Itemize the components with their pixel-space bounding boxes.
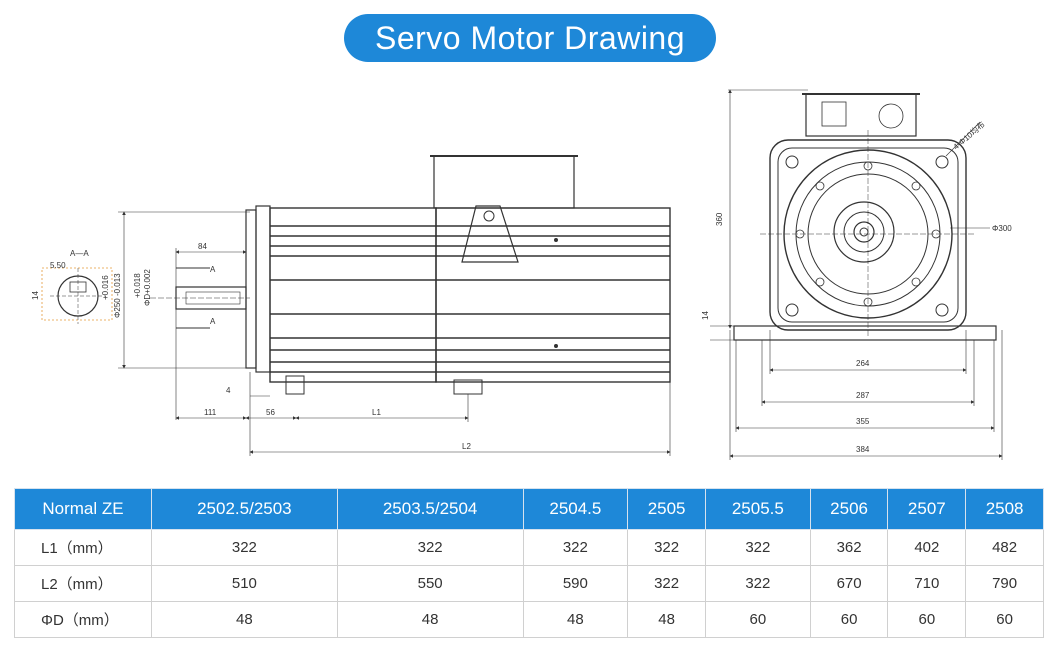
row-label: L2（mm） xyxy=(14,565,152,602)
table-cell: 48 xyxy=(336,601,524,638)
dim-264: 264 xyxy=(856,359,870,368)
side-view-labels: +0.018 ΦD+0.002 84 A A 4 111 56 L1 L2 xyxy=(133,242,471,451)
table-cell: 322 xyxy=(151,529,338,566)
dim-360: 360 xyxy=(715,212,724,226)
table-cell: 60 xyxy=(887,601,967,638)
dim-56: 56 xyxy=(266,408,275,417)
table-cell: 402 xyxy=(887,529,967,566)
table-cell: 710 xyxy=(887,565,967,602)
hole-spec: 4-Φ10均布 xyxy=(951,119,987,151)
table-cell: 322 xyxy=(704,565,811,602)
row-label: L1（mm） xyxy=(14,529,152,566)
dim-l2: L2 xyxy=(462,442,471,451)
table-row: L1（mm） 322 322 322 322 322 362 402 482 xyxy=(14,529,1044,566)
dim-l1: L1 xyxy=(372,408,381,417)
table-cell: 322 xyxy=(336,529,524,566)
table-cell: 48 xyxy=(151,601,338,638)
header-cell: Normal ZE xyxy=(14,488,152,530)
side-view xyxy=(118,155,671,456)
dia-250: Φ250 -0.013 xyxy=(113,273,122,318)
table-cell: 60 xyxy=(809,601,889,638)
dim-84: 84 xyxy=(198,242,207,251)
row-label: ΦD（mm） xyxy=(14,601,152,638)
page-title: Servo Motor Drawing xyxy=(344,14,716,62)
table-cell: 510 xyxy=(151,565,338,602)
header-cell: 2505.5 xyxy=(704,488,811,530)
front-view xyxy=(710,89,1003,460)
tol-upper: +0.016 xyxy=(101,275,110,300)
dim-287: 287 xyxy=(856,391,870,400)
dim-14-section: 14 xyxy=(31,291,40,300)
table-row: ΦD（mm） 48 48 48 48 60 60 60 60 xyxy=(14,601,1044,638)
table-cell: 362 xyxy=(809,529,889,566)
header-cell: 2508 xyxy=(965,488,1044,530)
table-cell: 48 xyxy=(627,601,706,638)
header-cell: 2507 xyxy=(887,488,967,530)
header-cell: 2502.5/2503 xyxy=(151,488,338,530)
table-row: L2（mm） 510 550 590 322 322 670 710 790 xyxy=(14,565,1044,602)
dim-111: 111 xyxy=(204,408,217,417)
table-cell: 550 xyxy=(336,565,524,602)
table-cell: 322 xyxy=(522,529,629,566)
header-cell: 2505 xyxy=(627,488,706,530)
dim-384: 384 xyxy=(856,445,870,454)
table-cell: 322 xyxy=(704,529,811,566)
header-cell: 2504.5 xyxy=(522,488,629,530)
dim-4: 4 xyxy=(226,386,231,395)
table-cell: 322 xyxy=(627,565,706,602)
table-cell: 48 xyxy=(522,601,629,638)
table-header-row: Normal ZE 2502.5/2503 2503.5/2504 2504.5… xyxy=(14,488,1044,530)
header-cell: 2506 xyxy=(809,488,889,530)
table-cell: 322 xyxy=(627,529,706,566)
header-cell: 2503.5/2504 xyxy=(336,488,524,530)
spec-table: Normal ZE 2502.5/2503 2503.5/2504 2504.5… xyxy=(14,488,1044,638)
mark-a-bottom: A xyxy=(210,317,216,326)
dim-5-50: 5.50 xyxy=(50,261,66,270)
dim-14-base: 14 xyxy=(701,311,710,320)
table-cell: 60 xyxy=(965,601,1044,638)
section-aa-view: A—A 5.50 14 +0.016 Φ250 -0.013 xyxy=(31,249,122,324)
table-cell: 60 xyxy=(704,601,811,638)
table-cell: 482 xyxy=(965,529,1044,566)
dim-355: 355 xyxy=(856,417,870,426)
mark-a-top: A xyxy=(210,265,216,274)
shaft-dia: ΦD+0.002 xyxy=(143,269,152,306)
dia-300: Φ300 xyxy=(992,224,1012,233)
table-cell: 590 xyxy=(522,565,629,602)
table-cell: 790 xyxy=(965,565,1044,602)
servo-motor-drawing: A—A 5.50 14 +0.016 Φ250 -0.013 xyxy=(31,89,1012,460)
section-aa-label: A—A xyxy=(70,249,89,258)
table-cell: 670 xyxy=(809,565,889,602)
tol-shaft: +0.018 xyxy=(133,273,142,298)
